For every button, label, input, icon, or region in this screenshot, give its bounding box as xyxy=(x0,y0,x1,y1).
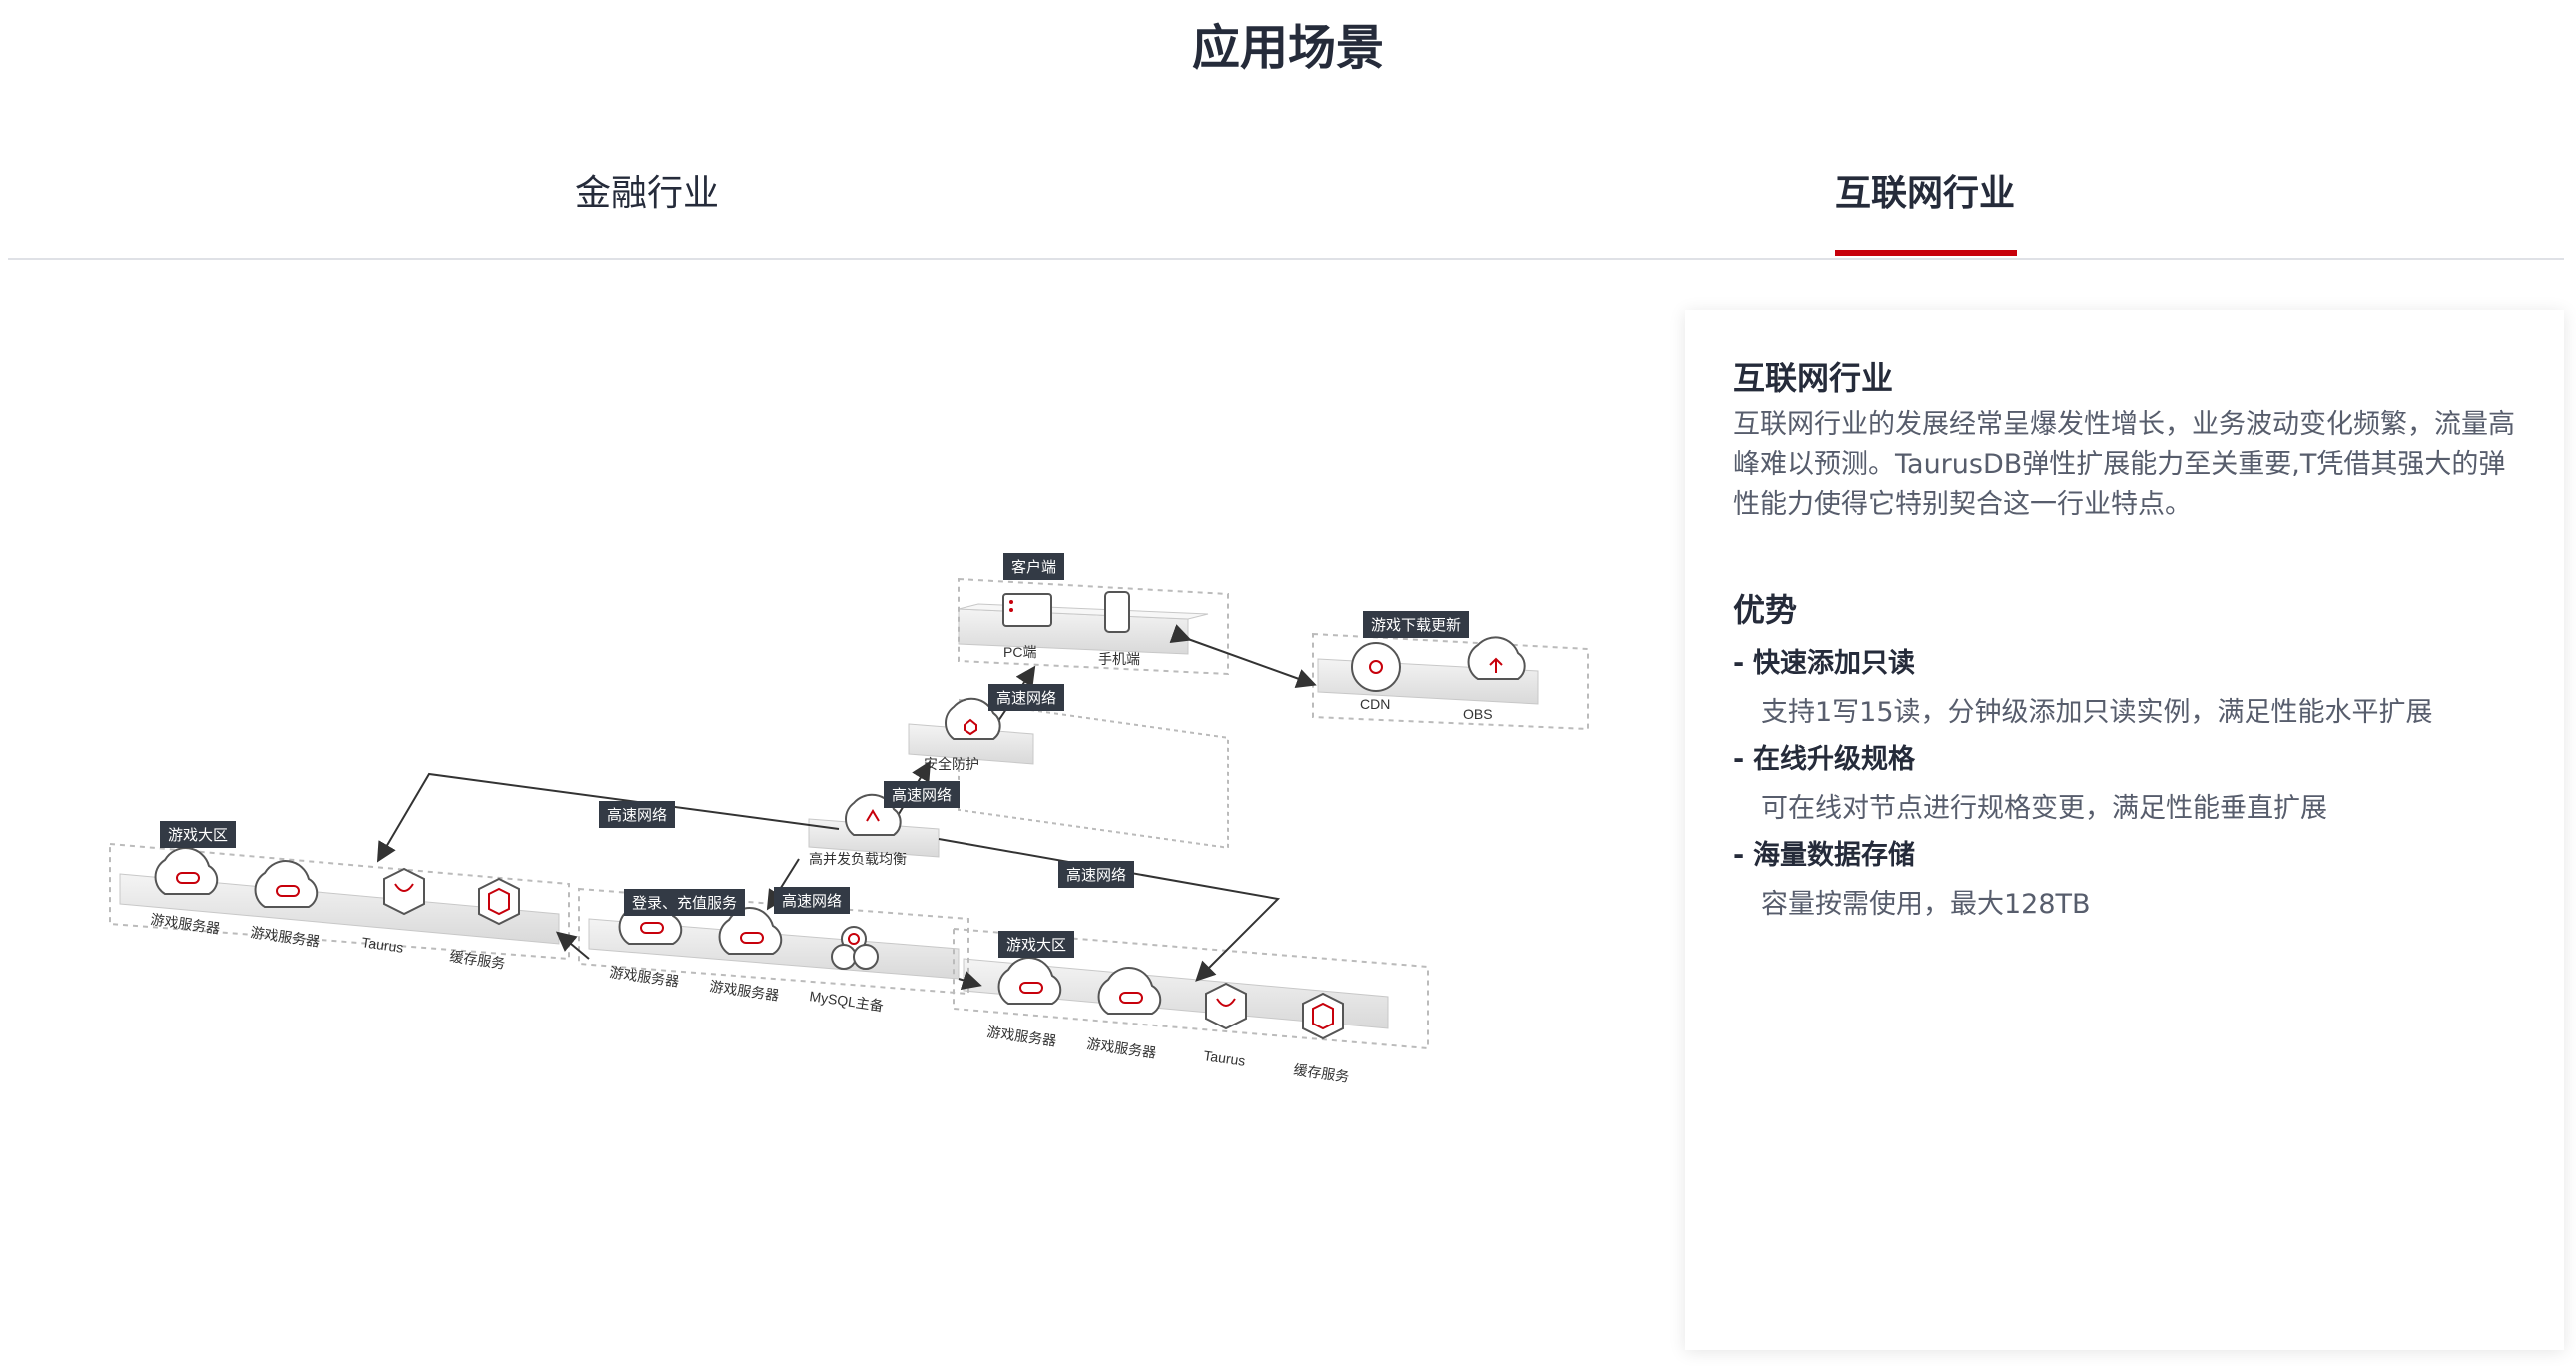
dash-icon: - xyxy=(1733,648,1745,679)
advantage-body: 支持1写15读，分钟级添加只读实例，满足性能水平扩展 xyxy=(1761,697,2433,728)
advantage-head: 快速添加只读 xyxy=(1753,648,1915,679)
advantage-body: 容量按需使用，最大128TB xyxy=(1761,889,2091,920)
icons xyxy=(154,591,1526,1040)
network-tag-login: 高速网络 xyxy=(774,887,851,914)
region-left-item-0: 游戏服务器 xyxy=(150,911,222,937)
game-server-icon xyxy=(997,957,1062,1005)
region-right-item-3: 缓存服务 xyxy=(1293,1061,1351,1085)
advantage-item: -在线升级规格 可在线对节点进行规格变更，满足性能垂直扩展 xyxy=(1733,737,2327,825)
network-tag-left: 高速网络 xyxy=(599,801,676,828)
obs-icon xyxy=(1467,636,1526,680)
shield-icon xyxy=(945,697,1001,740)
industry-info-card: 互联网行业 互联网行业的发展经常呈爆发性增长，业务波动变化频繁，流量高峰难以预测… xyxy=(1685,310,2564,1350)
cache-icon xyxy=(1302,992,1344,1040)
login-item-1: 游戏服务器 xyxy=(709,978,781,1004)
active-tab-indicator xyxy=(1835,250,2017,256)
mysql-icon xyxy=(831,926,879,970)
network-tag-top: 高速网络 xyxy=(988,684,1065,711)
pc-label: PC端 xyxy=(1003,644,1036,660)
game-server-icon xyxy=(154,847,219,895)
phone-icon xyxy=(1104,591,1130,633)
advantage-item: -海量数据存储 容量按需使用，最大128TB xyxy=(1733,833,2091,921)
tab-finance[interactable]: 金融行业 xyxy=(575,173,720,214)
industry-tabs: 金融行业 互联网行业 xyxy=(8,150,2564,260)
tab-internet[interactable]: 互联网行业 xyxy=(1835,173,2016,214)
architecture-diagram: PC端 手机端 CDN OBS 安全防护 高并发负载均衡 游戏服务器 游戏服务器… xyxy=(100,539,1598,1118)
download-group-tag: 游戏下载更新 xyxy=(1363,611,1470,638)
game-server-icon xyxy=(1097,967,1162,1015)
login-group-tag: 登录、充值服务 xyxy=(624,889,746,916)
region-left-item-2: Taurus xyxy=(361,934,405,956)
advantage-head: 海量数据存储 xyxy=(1753,840,1915,871)
advantage-body: 可在线对节点进行规格变更，满足性能垂直扩展 xyxy=(1761,793,2327,824)
advantages-title: 优势 xyxy=(1733,591,1798,629)
card-title: 互联网行业 xyxy=(1733,359,1894,397)
section-title: 应用场景 xyxy=(1191,20,1384,76)
cdn-label: CDN xyxy=(1360,696,1390,712)
client-group-tag: 客户端 xyxy=(1003,553,1065,580)
network-tag-mid: 高速网络 xyxy=(884,781,961,808)
card-description: 互联网行业的发展经常呈爆发性增长，业务波动变化频繁，流量高峰难以预测。Tauru… xyxy=(1733,409,2515,520)
region-right-item-1: 游戏服务器 xyxy=(1086,1035,1158,1061)
network-tag-right: 高速网络 xyxy=(1058,861,1135,888)
phone-label: 手机端 xyxy=(1098,651,1140,667)
region-left-item-3: 缓存服务 xyxy=(449,948,507,972)
cache-icon xyxy=(478,877,520,926)
dash-icon: - xyxy=(1733,744,1745,775)
security-label: 安全防护 xyxy=(924,756,979,772)
game-server-icon xyxy=(718,907,783,955)
dash-icon: - xyxy=(1733,840,1745,871)
region-right-item-0: 游戏服务器 xyxy=(986,1024,1058,1049)
login-item-2: MySQL主备 xyxy=(809,988,885,1014)
login-item-0: 游戏服务器 xyxy=(609,964,681,990)
advantage-head: 在线升级规格 xyxy=(1753,744,1915,775)
obs-label: OBS xyxy=(1463,706,1493,722)
lb-label: 高并发负载均衡 xyxy=(809,851,907,867)
pc-icon xyxy=(1002,593,1052,627)
diagram-canvas: PC端 手机端 CDN OBS 安全防护 高并发负载均衡 游戏服务器 游戏服务器… xyxy=(109,577,1589,1085)
region-right-tag: 游戏大区 xyxy=(998,931,1075,958)
region-left-item-1: 游戏服务器 xyxy=(250,924,322,950)
platforms xyxy=(119,603,1539,1029)
advantage-item: -快速添加只读 支持1写15读，分钟级添加只读实例，满足性能水平扩展 xyxy=(1733,641,2433,729)
region-right-item-2: Taurus xyxy=(1203,1047,1247,1069)
cdn-icon xyxy=(1351,642,1401,692)
game-server-icon xyxy=(254,860,319,908)
region-left-tag: 游戏大区 xyxy=(160,821,237,848)
